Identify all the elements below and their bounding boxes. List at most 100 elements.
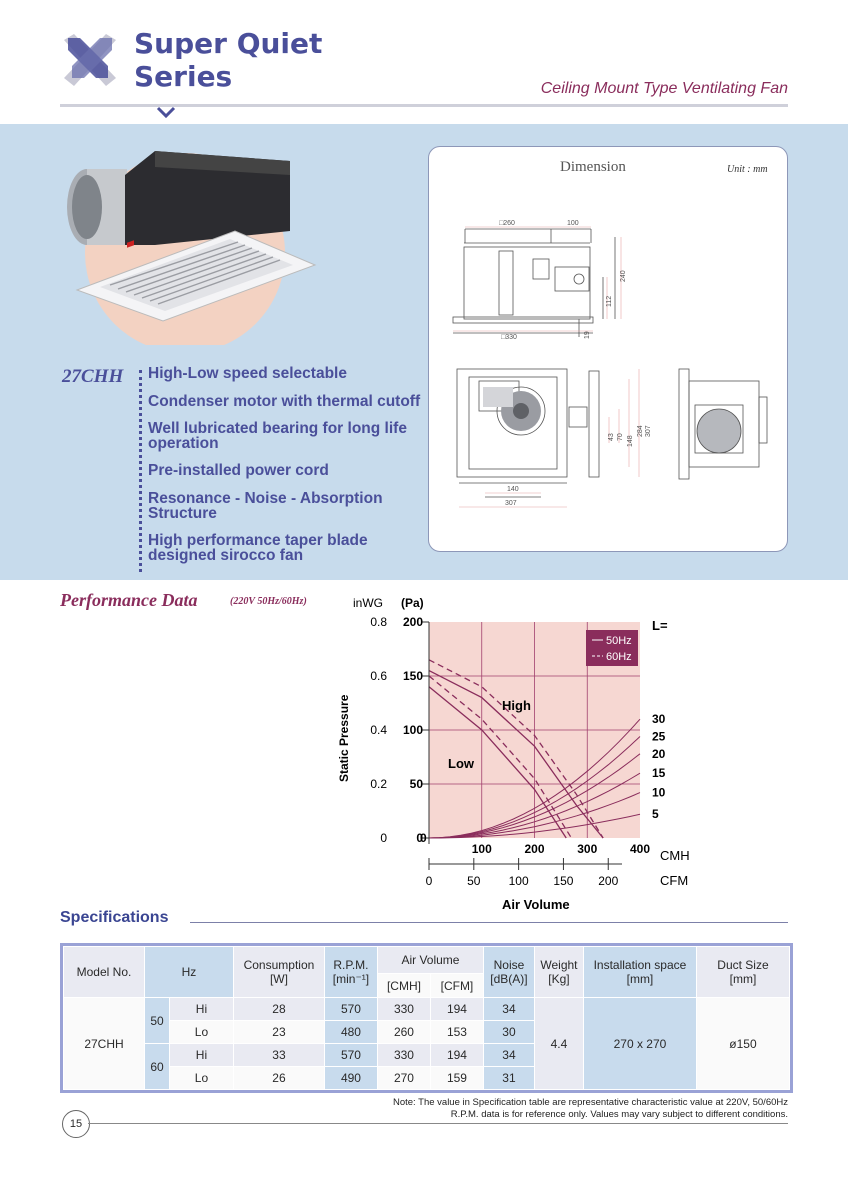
x-logo-icon <box>64 34 116 86</box>
cell-duct: ø150 <box>695 997 791 1090</box>
th-consumption-unit: [W] <box>269 972 288 986</box>
cell-rpm: 480 <box>323 1020 378 1044</box>
cell-model: 27CHH <box>63 997 145 1090</box>
th-duct-label: Duct Size <box>717 958 769 972</box>
cell-speed: Hi <box>169 997 234 1021</box>
cell-consumption: 23 <box>232 1020 325 1044</box>
th-duct: Duct Size[mm] <box>695 946 791 998</box>
series-title-line1: Super Quiet <box>134 27 323 60</box>
cell-cmh: 330 <box>376 1043 431 1067</box>
x-unit-primary: CMH <box>660 848 690 863</box>
cell-cmh: 330 <box>376 997 431 1021</box>
header-divider <box>60 104 788 107</box>
dim-label-284: 284 <box>637 425 644 437</box>
legend-60hz: 60Hz <box>606 651 632 663</box>
spec-note: Note: The value in Specification table a… <box>393 1097 788 1121</box>
feature-item: Resonance - Noise - Absorption Structure <box>148 490 383 522</box>
th-consumption-label: Consumption <box>243 958 315 972</box>
dim-label-100: 100 <box>567 220 579 227</box>
x-axis-label: Air Volume <box>502 897 570 912</box>
th-weight-unit: [Kg] <box>548 972 570 986</box>
spec-note-line1: Note: The value in Specification table a… <box>392 1097 788 1108</box>
cell-rpm: 570 <box>323 1043 378 1067</box>
cell-cfm: 194 <box>429 1043 484 1067</box>
specifications-title: Specifications <box>60 909 169 926</box>
legend-50hz: 50Hz <box>606 635 632 647</box>
feature-item: Pre-installed power cord <box>148 462 329 479</box>
y-tick-label-pa: 0 <box>416 831 423 845</box>
cell-cfm: 194 <box>429 997 484 1021</box>
cell-rpm: 490 <box>323 1066 378 1090</box>
x-tick-label-zero: 0 <box>420 831 427 845</box>
dim-label-148: 148 <box>627 435 634 447</box>
y-tick-label-inwg: 0.2 <box>370 777 387 791</box>
series-title-line2: Series <box>134 60 233 93</box>
cfm-tick-label: 100 <box>509 874 529 888</box>
th-consumption: Consumption[W] <box>232 946 325 998</box>
table-row: Lo 26 490 270 159 31 <box>64 1066 790 1090</box>
y-unit-secondary: inWG <box>353 596 383 610</box>
cell-consumption: 26 <box>232 1066 325 1090</box>
y-tick-label-inwg: 0 <box>380 831 387 845</box>
cell-cfm: 153 <box>429 1020 484 1044</box>
cfm-tick-label: 150 <box>553 874 573 888</box>
duct-curve-20 <box>428 753 641 839</box>
cfm-tick-label: 0 <box>426 874 433 888</box>
performance-curves <box>428 659 604 839</box>
cell-speed: Lo <box>169 1020 234 1044</box>
y-tick-label-pa: 200 <box>403 615 423 629</box>
cell-hz-50: 50 <box>144 997 170 1044</box>
th-install-unit: [mm] <box>626 972 654 986</box>
product-subtitle: Ceiling Mount Type Ventilating Fan <box>540 80 788 97</box>
th-duct-unit: [mm] <box>729 972 757 986</box>
curve-high-60hz <box>428 659 604 839</box>
cell-speed: Lo <box>169 1066 234 1090</box>
cell-speed: Hi <box>169 1043 234 1067</box>
dim-label-240: 240 <box>620 270 627 282</box>
duct-length-label-15: 15 <box>652 766 666 780</box>
dim-label-307: 307 <box>645 425 652 437</box>
dim-label-19: 19 <box>584 331 591 339</box>
dim-label-43: 43 <box>608 433 615 441</box>
cell-hz-60: 60 <box>144 1043 170 1090</box>
y-tick-label-pa: 100 <box>403 723 423 737</box>
series-title: Super Quiet Series <box>134 27 322 93</box>
dimension-unit: Unit : mm <box>727 164 768 175</box>
th-install: Installation space[mm] <box>582 946 697 998</box>
th-model: Model No. <box>63 946 145 998</box>
cell-consumption: 33 <box>232 1043 325 1067</box>
y-axis-label: Static Pressure <box>337 694 351 782</box>
cfm-tick-label: 50 <box>467 874 481 888</box>
feature-list: High-Low speed selectable Condenser moto… <box>148 366 438 574</box>
chevron-down-icon <box>156 106 176 119</box>
x-unit-secondary: CFM <box>660 873 688 888</box>
performance-note: (220V 50Hz/60Hz) <box>230 596 307 607</box>
x-tick-label: 100 <box>472 842 492 856</box>
duct-length-label-5: 5 <box>652 807 659 821</box>
dim-label-330: □330 <box>501 334 517 341</box>
page-number: 15 <box>62 1110 90 1138</box>
cell-noise: 30 <box>482 1020 535 1044</box>
duct-curve-15 <box>428 772 641 839</box>
dim-label-260: □260 <box>499 220 515 227</box>
y-tick-label-inwg: 0.6 <box>370 669 387 683</box>
curve-high-50hz <box>428 670 604 839</box>
th-rpm: R.P.M.[min⁻¹] <box>323 946 378 998</box>
cell-noise: 31 <box>482 1066 535 1090</box>
cell-noise: 34 <box>482 1043 535 1067</box>
feature-dots-divider <box>139 370 142 572</box>
dimension-title: Dimension <box>560 159 626 175</box>
dimension-drawing: □260 100 240 112 19 □330 43 70 148 284 3… <box>452 220 768 508</box>
th-noise-label: Noise <box>493 958 525 972</box>
legend-box <box>586 630 638 666</box>
feature-item: Condenser motor with thermal cutoff <box>148 393 421 410</box>
curve-low-60hz <box>428 675 572 839</box>
th-hz: Hz <box>144 946 234 998</box>
cell-weight: 4.4 <box>533 997 584 1090</box>
feature-item: Well lubricated bearing for long life op… <box>148 420 407 452</box>
y-tick-label-pa: 50 <box>410 777 424 791</box>
dim-label-112: 112 <box>606 296 613 307</box>
model-name: 27CHH <box>62 366 124 387</box>
x-tick-label: 200 <box>524 842 544 856</box>
x-tick-label: 300 <box>577 842 597 856</box>
